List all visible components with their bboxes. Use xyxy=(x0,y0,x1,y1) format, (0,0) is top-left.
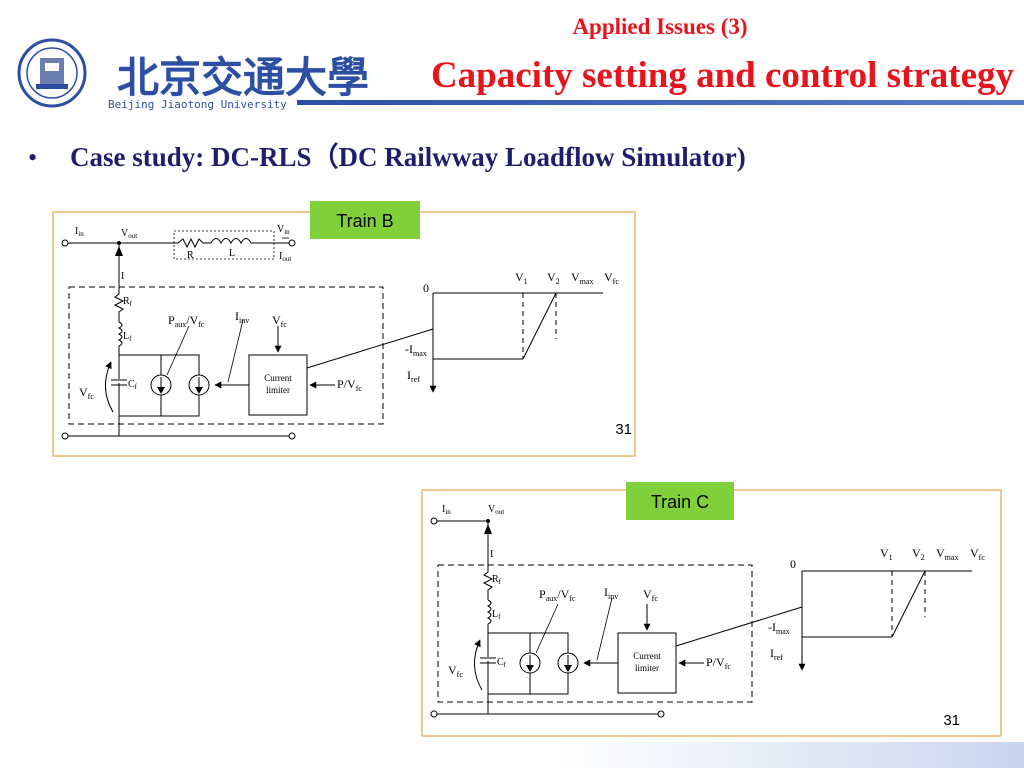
rl-line-box xyxy=(173,230,275,260)
train-tag-label: Train C xyxy=(651,492,709,512)
label-current-limiter-2: limiter xyxy=(635,663,659,673)
university-name-cn: 北京交通大學 xyxy=(117,55,369,102)
label-zero: 0 xyxy=(423,281,429,295)
label-paux: Paux/Vfc xyxy=(539,587,576,603)
label-v2: V2 xyxy=(547,270,560,286)
label-imax: -Imax xyxy=(405,342,427,358)
university-logo xyxy=(17,38,87,108)
label-vfc-axis: Vfc xyxy=(970,546,985,562)
inductor-l xyxy=(210,238,252,245)
footer-band xyxy=(560,742,1024,768)
label-iref: Iref xyxy=(407,368,420,384)
label-rf: Rf xyxy=(492,574,502,586)
label-vfc-left: Vfc xyxy=(79,385,94,401)
label-lf: Lf xyxy=(492,609,501,621)
label-rf: Rf xyxy=(123,296,133,308)
label-p-vfc: P/Vfc xyxy=(706,655,731,671)
label-l: L xyxy=(229,248,235,259)
label-vin: Vin xyxy=(277,224,290,236)
label-current-limiter-1: Current xyxy=(633,651,661,661)
label-zero: 0 xyxy=(790,557,796,571)
label-v1: V1 xyxy=(880,546,893,562)
header-rule xyxy=(297,100,1024,105)
label-vout: Vout xyxy=(121,228,137,240)
diagram-frame xyxy=(52,211,636,457)
label-iin: Iin xyxy=(75,226,84,238)
diagram-page-number: 31 xyxy=(615,421,632,438)
university-name-en: Beijing Jiaotong University xyxy=(108,98,287,111)
diagram-page-number: 31 xyxy=(943,712,960,729)
label-vfc-axis: Vfc xyxy=(604,270,619,286)
label-iinv: Iinv xyxy=(604,585,618,601)
label-iout: Iout xyxy=(279,251,291,263)
resistor-r xyxy=(177,237,211,249)
diagram-frame xyxy=(421,489,1002,737)
label-vfc-top: Vfc xyxy=(272,313,287,329)
label-vmax: Vmax xyxy=(936,546,958,562)
label-current-limiter-1: Current xyxy=(264,373,292,383)
diagram-train-b: Iin Vout Vin Iout R L I Rf Lf Cf Vfc Pau… xyxy=(52,201,636,457)
label-iin: Iin xyxy=(442,504,451,516)
train-tag xyxy=(310,201,420,239)
label-paux: Paux/Vfc xyxy=(168,313,205,329)
label-imax: -Imax xyxy=(768,620,790,636)
label-vfc-top: Vfc xyxy=(643,587,658,603)
label-vfc-left: Vfc xyxy=(448,663,463,679)
bullet-marker: • xyxy=(28,143,37,172)
diagram-train-c: Iin Vout I Rf Lf Cf Vfc Paux/Vfc Iinv Vf… xyxy=(421,482,1002,737)
label-cf: Cf xyxy=(497,657,507,669)
label-i: I xyxy=(121,271,124,282)
bullet-text: Case study: DC-RLS（DC Railwway Loadflow … xyxy=(70,142,746,172)
label-cf: Cf xyxy=(128,379,138,391)
label-i: I xyxy=(490,549,493,560)
label-v1: V1 xyxy=(515,270,528,286)
label-lf: Lf xyxy=(123,331,132,343)
label-v2: V2 xyxy=(912,546,925,562)
label-iref: Iref xyxy=(770,646,783,662)
label-vout: Vout xyxy=(488,504,504,516)
label-current-limiter-2: limiter xyxy=(266,385,290,395)
label-p-vfc: P/Vfc xyxy=(337,377,362,393)
train-tag-label: Train B xyxy=(336,211,393,231)
train-tag xyxy=(626,482,734,520)
slide-supertitle: Applied Issues (3) xyxy=(572,14,747,39)
label-r: R xyxy=(187,250,194,261)
slide-title: Capacity setting and control strategy xyxy=(431,55,1015,96)
label-vmax: Vmax xyxy=(571,270,593,286)
label-iinv: Iinv xyxy=(235,309,249,325)
